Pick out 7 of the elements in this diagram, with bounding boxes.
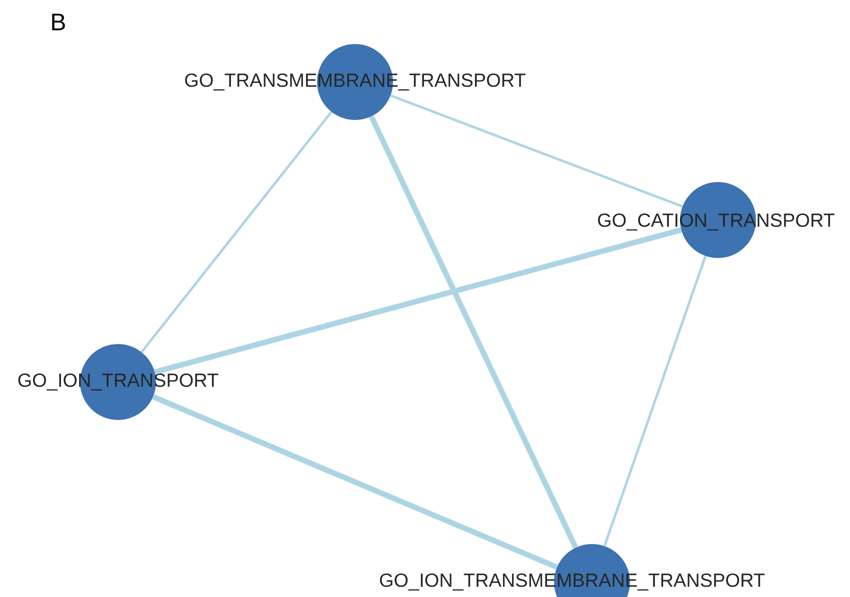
edge-line — [154, 227, 682, 375]
edge-line — [603, 256, 707, 546]
panel-letter: B — [52, 14, 65, 30]
edge-line — [140, 111, 332, 353]
edge-line — [368, 115, 578, 549]
edge-line — [390, 94, 683, 208]
edge-line — [152, 394, 558, 570]
